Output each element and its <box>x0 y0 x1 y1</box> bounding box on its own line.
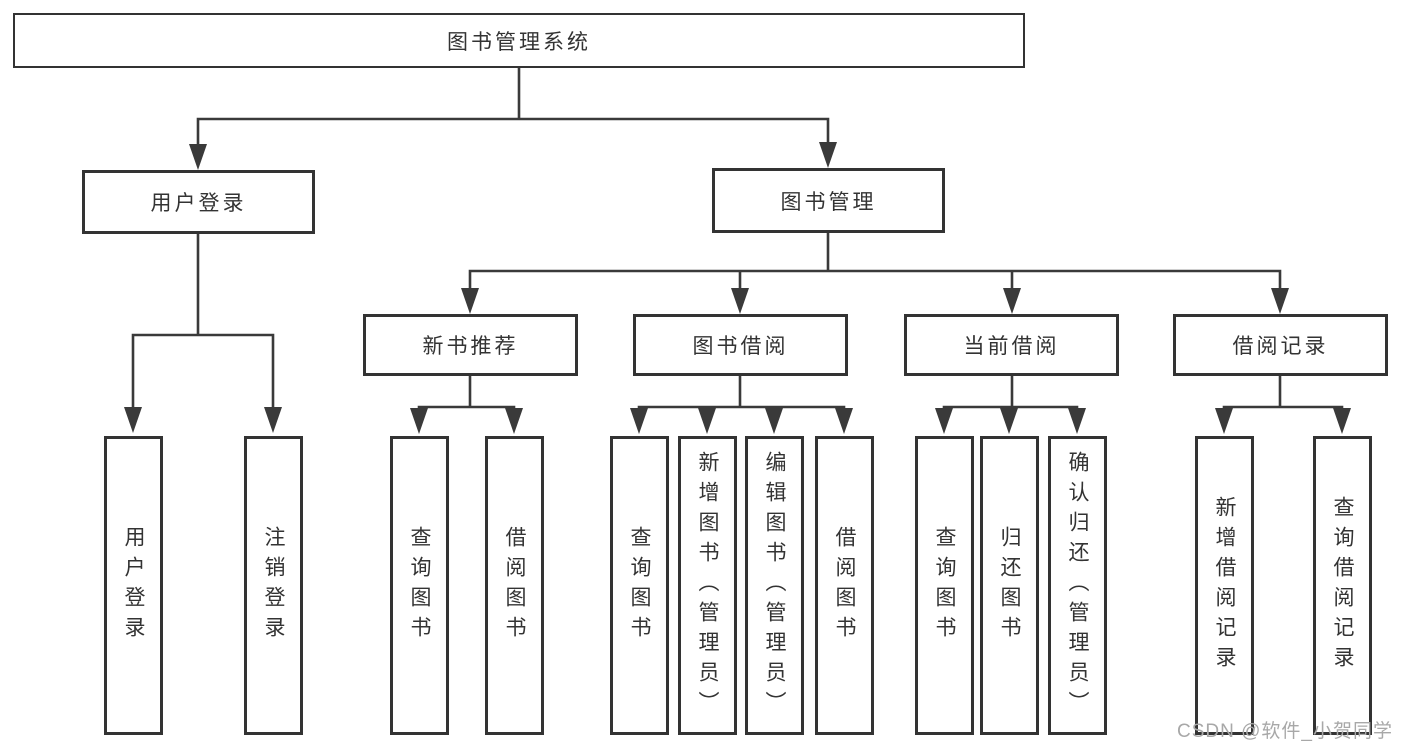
leaf-borrow-edit-books-admin-label: 编辑图书（管理员） <box>763 450 787 721</box>
leaf-logout-label: 注销登录 <box>262 525 286 646</box>
leaf-user-login-label: 用户登录 <box>122 525 146 646</box>
leaf-records-query-record: 查询借阅记录 <box>1313 436 1372 735</box>
node-current-borrow-label: 当前借阅 <box>963 335 1060 358</box>
node-borrow-records: 借阅记录 <box>1173 314 1388 376</box>
leaf-records-add-record-label: 新增借阅记录 <box>1213 495 1237 676</box>
leaf-user-login: 用户登录 <box>104 436 163 735</box>
node-book-borrow: 图书借阅 <box>633 314 848 376</box>
node-root-system: 图书管理系统 <box>13 13 1025 68</box>
node-borrow-records-label: 借阅记录 <box>1232 335 1329 358</box>
leaf-newbook-borrow-books: 借阅图书 <box>485 436 544 735</box>
leaf-borrow-edit-books-admin: 编辑图书（管理员） <box>745 436 804 735</box>
leaf-borrow-borrow-books-label: 借阅图书 <box>833 525 857 646</box>
node-root-label: 图书管理系统 <box>447 30 591 54</box>
node-user-login: 用户登录 <box>82 170 315 234</box>
leaf-records-add-record: 新增借阅记录 <box>1195 436 1254 735</box>
leaf-newbook-borrow-books-label: 借阅图书 <box>503 525 527 646</box>
leaf-borrow-query-books: 查询图书 <box>610 436 669 735</box>
leaf-borrow-borrow-books: 借阅图书 <box>815 436 874 735</box>
leaf-newbook-query-books: 查询图书 <box>390 436 449 735</box>
node-new-book-recommend: 新书推荐 <box>363 314 578 376</box>
leaf-current-return-books-label: 归还图书 <box>998 525 1022 646</box>
node-book-borrow-label: 图书借阅 <box>692 335 789 358</box>
leaf-borrow-add-books-admin: 新增图书（管理员） <box>678 436 737 735</box>
leaf-current-confirm-return-admin: 确认归还（管理员） <box>1048 436 1107 735</box>
node-current-borrow: 当前借阅 <box>904 314 1119 376</box>
node-book-management-label: 图书管理 <box>780 190 877 214</box>
leaf-newbook-query-books-label: 查询图书 <box>408 525 432 646</box>
leaf-current-confirm-return-admin-label: 确认归还（管理员） <box>1066 450 1090 721</box>
leaf-records-query-record-label: 查询借阅记录 <box>1331 495 1355 676</box>
node-book-management: 图书管理 <box>712 168 945 233</box>
node-new-book-recommend-label: 新书推荐 <box>422 335 519 358</box>
csdn-watermark: CSDN @软件_小贺同学 <box>1177 721 1393 742</box>
leaf-current-query-books-label: 查询图书 <box>933 525 957 646</box>
leaf-borrow-add-books-admin-label: 新增图书（管理员） <box>696 450 720 721</box>
node-user-login-label: 用户登录 <box>150 192 247 215</box>
leaf-logout: 注销登录 <box>244 436 303 735</box>
leaf-current-query-books: 查询图书 <box>915 436 974 735</box>
leaf-current-return-books: 归还图书 <box>980 436 1039 735</box>
leaf-borrow-query-books-label: 查询图书 <box>628 525 652 646</box>
